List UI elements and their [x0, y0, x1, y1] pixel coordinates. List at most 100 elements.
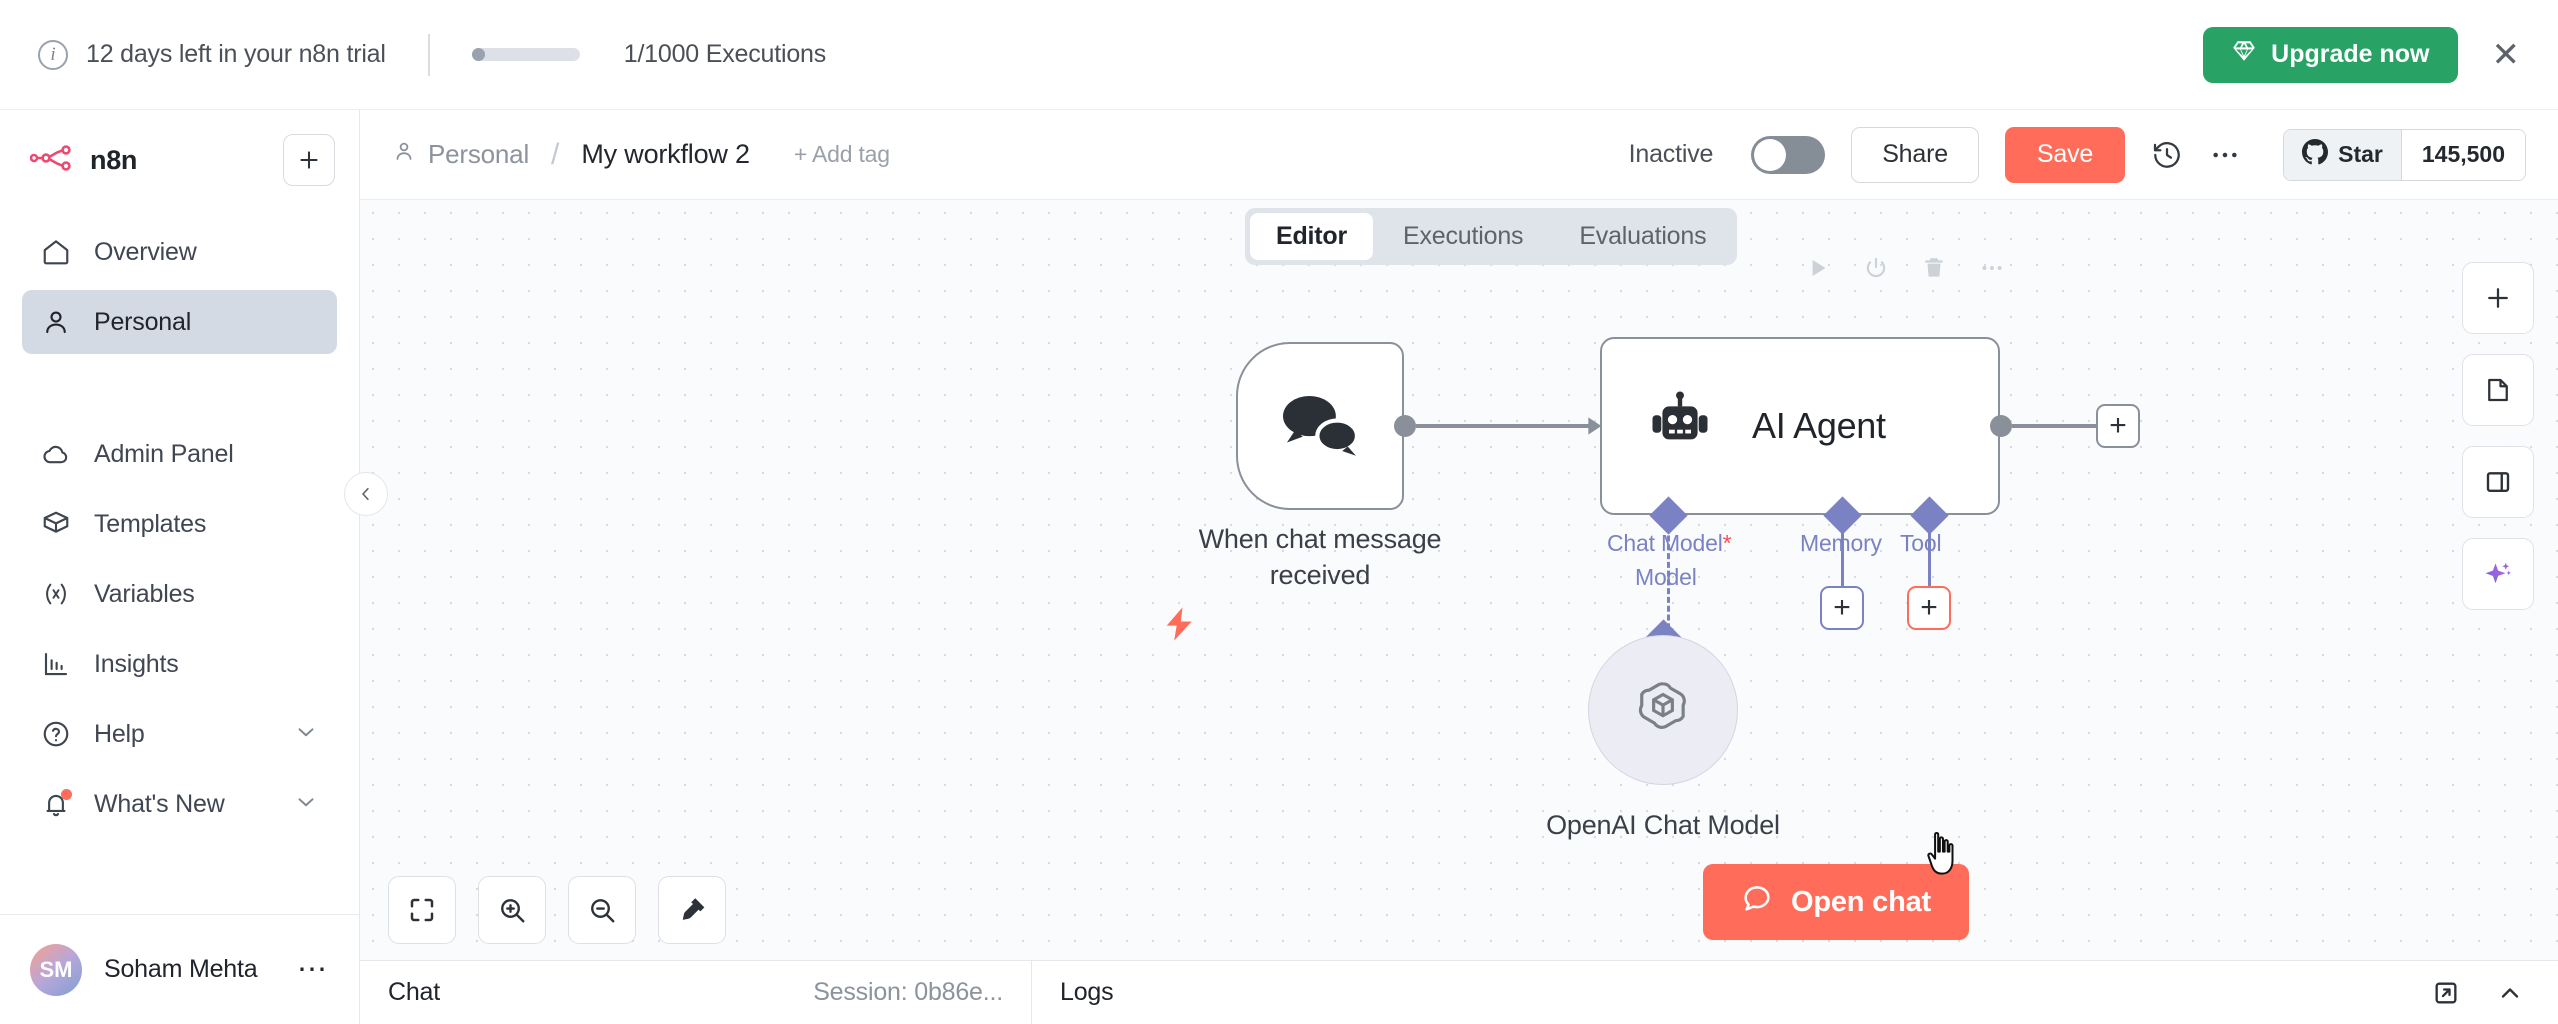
open-external-icon[interactable]	[2432, 979, 2460, 1007]
chat-bubbles-icon	[1277, 387, 1363, 466]
connection-tool-stub	[1928, 518, 1931, 586]
tab-evaluations[interactable]: Evaluations	[1579, 222, 1707, 250]
connection-agent-output	[2012, 424, 2096, 428]
node-when-chat-message-received[interactable]	[1236, 342, 1404, 510]
trigger-output-dot[interactable]	[1394, 415, 1416, 437]
home-icon	[40, 236, 72, 268]
status-bar-actions	[2432, 979, 2558, 1007]
workflow-more-menu-icon[interactable]	[2209, 139, 2241, 171]
open-chat-button[interactable]: Open chat	[1703, 864, 1969, 940]
node-more-icon[interactable]	[1979, 255, 2005, 281]
upgrade-now-label: Upgrade now	[2271, 40, 2430, 68]
upgrade-now-button[interactable]: Upgrade now	[2203, 26, 2458, 83]
bell-icon	[40, 788, 72, 820]
notification-badge	[61, 789, 72, 800]
workflow-name[interactable]: My workflow 2	[581, 139, 750, 169]
trial-info: i 12 days left in your n8n trial 1/1000 …	[38, 33, 827, 76]
breadcrumb: Personal / My workflow 2 + Add tag	[392, 138, 890, 172]
zoom-in-icon[interactable]	[478, 876, 546, 944]
sidebar-item-whats-new[interactable]: What's New	[22, 772, 337, 836]
agent-output-dot[interactable]	[1990, 415, 2012, 437]
close-icon[interactable]: ✕	[2491, 35, 2521, 74]
open-chat-label: Open chat	[1791, 885, 1931, 918]
brand[interactable]: n8n	[29, 144, 138, 176]
tab-executions[interactable]: Executions	[1403, 222, 1524, 250]
status-chat-segment[interactable]: Chat Session: 0b86e...	[360, 961, 1032, 1024]
sidebar-header: n8n	[0, 110, 359, 186]
info-icon: i	[38, 39, 68, 70]
ellipsis-icon[interactable]: ⋯	[297, 952, 329, 986]
node-openai-chat-model[interactable]	[1588, 635, 1738, 785]
n8n-logo-icon	[29, 144, 76, 176]
sidebar-item-label: What's New	[94, 789, 225, 818]
divider	[427, 33, 430, 76]
sidebar-item-overview[interactable]: Overview	[22, 220, 337, 284]
connection-memory-stub	[1841, 518, 1844, 586]
chevron-down-icon	[293, 719, 319, 750]
openai-icon	[1630, 675, 1696, 746]
workflow-active-toggle[interactable]	[1751, 135, 1826, 174]
sidebar-add-button[interactable]	[283, 134, 335, 186]
power-icon[interactable]	[1863, 255, 1889, 281]
chevron-down-icon	[293, 789, 319, 820]
sidebar-item-help[interactable]: Help	[22, 702, 337, 766]
canvas-controls	[388, 876, 726, 944]
sidebar-item-admin-panel[interactable]: Admin Panel	[22, 422, 337, 486]
fit-view-icon[interactable]	[388, 876, 456, 944]
required-marker: *	[1722, 530, 1732, 556]
github-star-label: Star	[2338, 141, 2383, 167]
connection-trigger-to-agent	[1416, 424, 1592, 428]
sidebar-item-templates[interactable]: Templates	[22, 492, 337, 556]
sidebar-item-label: Overview	[94, 237, 197, 266]
zoom-out-icon[interactable]	[568, 876, 636, 944]
sticky-note-icon[interactable]	[2462, 354, 2534, 426]
sidebar-item-insights[interactable]: Insights	[22, 632, 337, 696]
user-menu[interactable]: SM Soham Mehta ⋯	[0, 914, 359, 1024]
sidebar-collapse-button[interactable]	[344, 472, 388, 516]
trigger-bolt-icon	[1160, 600, 1200, 659]
brand-name: n8n	[90, 144, 138, 175]
breadcrumb-owner[interactable]: Personal	[392, 139, 529, 170]
add-node-button[interactable]	[2462, 262, 2534, 334]
history-icon[interactable]	[2151, 139, 2183, 171]
status-bar: Chat Session: 0b86e... Logs	[360, 960, 2558, 1024]
breadcrumb-owner-label: Personal	[428, 139, 530, 169]
node-ai-agent[interactable]: AI Agent	[1600, 337, 2000, 515]
github-star-button[interactable]: Star 145,500	[2283, 128, 2526, 181]
canvas-right-rail	[2462, 262, 2534, 610]
sidebar-item-label: Templates	[94, 509, 207, 538]
status-logs-tab[interactable]: Logs	[1060, 978, 1114, 1006]
diamond-icon	[2231, 38, 2257, 71]
user-icon	[40, 306, 72, 338]
workflow-actions: Inactive Share Save Star 145,500	[1629, 126, 2526, 183]
user-icon	[392, 139, 416, 170]
sidebar-item-variables[interactable]: Variables	[22, 562, 337, 626]
node-toolbar	[1805, 255, 2005, 281]
save-button[interactable]: Save	[2004, 126, 2126, 183]
connector-label-tool: Tool	[1900, 530, 1942, 556]
add-memory-node-button[interactable]: +	[1820, 586, 1864, 630]
tidy-up-icon[interactable]	[658, 876, 726, 944]
trash-icon[interactable]	[1921, 255, 1947, 281]
panel-layout-icon[interactable]	[2462, 446, 2534, 518]
github-star-count: 145,500	[2401, 129, 2525, 180]
add-tool-node-button[interactable]: +	[1907, 586, 1951, 630]
share-button[interactable]: Share	[1851, 126, 1979, 183]
workflow-canvas[interactable]: Editor Executions Evaluations	[360, 200, 2558, 960]
tab-editor[interactable]: Editor	[1250, 213, 1374, 260]
add-node-after-agent-button[interactable]: +	[2096, 404, 2140, 448]
connector-label-text: Chat Model	[1607, 530, 1723, 556]
sidebar-item-label: Variables	[94, 579, 195, 608]
banner-actions: Upgrade now ✕	[2203, 26, 2521, 83]
ai-sparkle-icon[interactable]	[2462, 538, 2534, 610]
node-title-ai-agent: AI Agent	[1752, 405, 1886, 446]
executions-count-text: 1/1000 Executions	[623, 40, 827, 68]
sidebar-spacer	[0, 842, 359, 914]
cloud-icon	[40, 438, 72, 470]
play-icon[interactable]	[1805, 255, 1831, 281]
workflow-header: Personal / My workflow 2 + Add tag Inact…	[360, 110, 2558, 200]
chevron-up-icon[interactable]	[2496, 979, 2524, 1007]
sidebar-item-personal[interactable]: Personal	[22, 290, 337, 354]
robot-icon	[1644, 390, 1716, 462]
add-tag-button[interactable]: + Add tag	[793, 141, 890, 167]
